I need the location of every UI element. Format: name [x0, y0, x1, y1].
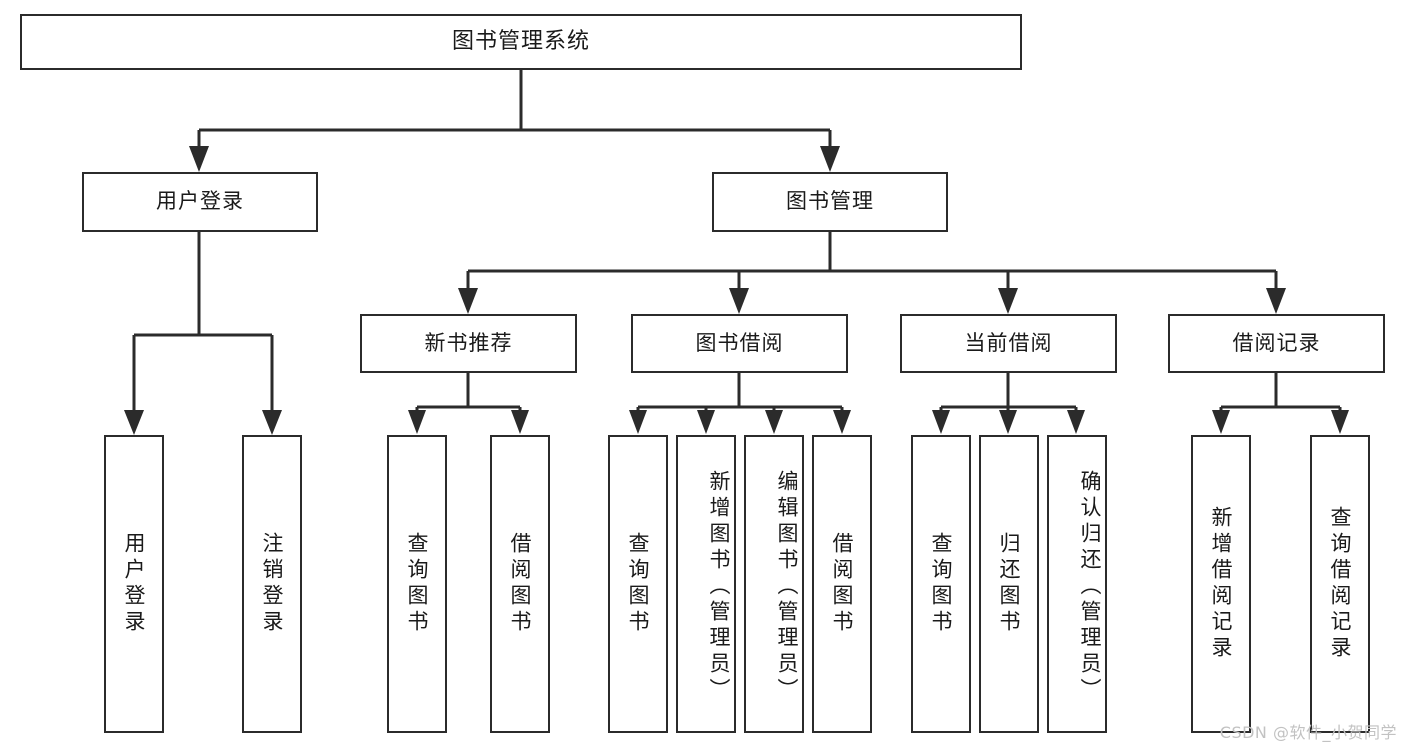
node-cur-confirm-return[interactable]: 确认归还（管理员） [1047, 435, 1107, 733]
node-borrow-edit-book-label: 编辑图书（管理员） [775, 470, 799, 704]
node-current-borrow[interactable]: 当前借阅 [900, 314, 1117, 373]
node-login-user-login[interactable]: 用户登录 [104, 435, 164, 733]
node-rec-add-record[interactable]: 新增借阅记录 [1191, 435, 1251, 733]
node-cur-confirm-return-label: 确认归还（管理员） [1078, 470, 1102, 704]
watermark: CSDN @软件_小贺同学 [1219, 723, 1397, 742]
node-user-login-label: 用户登录 [156, 189, 244, 214]
node-rec-query-record[interactable]: 查询借阅记录 [1310, 435, 1370, 733]
node-login-user-login-label: 用户登录 [122, 532, 146, 636]
node-book-manage-label: 图书管理 [786, 189, 874, 214]
node-borrow-edit-book[interactable]: 编辑图书（管理员） [744, 435, 804, 733]
node-borrow-add-book-label: 新增图书（管理员） [707, 470, 731, 704]
node-rec-borrow-book[interactable]: 借阅图书 [490, 435, 550, 733]
node-cur-query-book-label: 查询图书 [929, 532, 953, 636]
node-book-borrow-label: 图书借阅 [695, 330, 784, 355]
node-borrow-query-book-label: 查询图书 [626, 532, 650, 636]
node-root-label: 图书管理系统 [451, 28, 590, 54]
node-rec-add-record-label: 新增借阅记录 [1209, 506, 1233, 662]
node-rec-query-record-label: 查询借阅记录 [1328, 506, 1352, 662]
node-borrow-add-book[interactable]: 新增图书（管理员） [676, 435, 736, 733]
node-root[interactable]: 图书管理系统 [20, 14, 1022, 70]
arrowheads [124, 146, 1349, 435]
node-borrow-record-label: 借阅记录 [1232, 330, 1321, 355]
node-cur-return-book[interactable]: 归还图书 [979, 435, 1039, 733]
node-current-borrow-label: 当前借阅 [964, 330, 1053, 355]
node-cur-return-book-label: 归还图书 [997, 532, 1021, 636]
node-borrow-record[interactable]: 借阅记录 [1168, 314, 1385, 373]
node-book-borrow[interactable]: 图书借阅 [631, 314, 848, 373]
node-rec-query-book[interactable]: 查询图书 [387, 435, 447, 733]
node-rec-query-book-label: 查询图书 [405, 532, 429, 636]
node-cur-query-book[interactable]: 查询图书 [911, 435, 971, 733]
node-rec-borrow-book-label: 借阅图书 [508, 532, 532, 636]
node-new-book-rec-label: 新书推荐 [424, 330, 513, 355]
node-borrow-borrow-book-label: 借阅图书 [830, 532, 854, 636]
node-login-logout-label: 注销登录 [260, 532, 284, 636]
node-user-login[interactable]: 用户登录 [82, 172, 318, 232]
node-book-manage[interactable]: 图书管理 [712, 172, 948, 232]
node-borrow-query-book[interactable]: 查询图书 [608, 435, 668, 733]
node-login-logout[interactable]: 注销登录 [242, 435, 302, 733]
node-new-book-rec[interactable]: 新书推荐 [360, 314, 577, 373]
node-borrow-borrow-book[interactable]: 借阅图书 [812, 435, 872, 733]
